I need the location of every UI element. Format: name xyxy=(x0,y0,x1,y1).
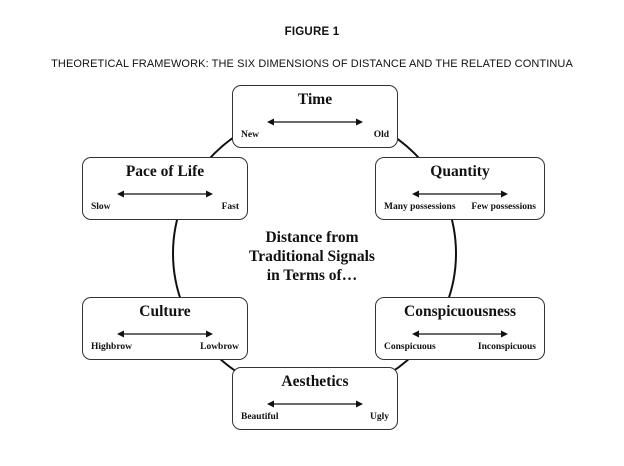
right-pole-label: Inconspicuous xyxy=(477,342,536,352)
dimension-name: Quantity xyxy=(430,163,490,180)
figure-title: THEORETICAL FRAMEWORK: THE SIX DIMENSION… xyxy=(51,58,573,70)
dimension-name: Culture xyxy=(139,303,191,320)
double-headed-arrow-icon xyxy=(267,400,363,408)
left-pole-label: Many possessions xyxy=(384,202,456,212)
left-pole-label: Conspicuous xyxy=(384,342,436,352)
left-pole-label: New xyxy=(241,130,259,140)
dimension-name: Conspicuousness xyxy=(404,303,516,320)
double-headed-arrow-icon xyxy=(117,330,213,338)
double-headed-arrow-icon xyxy=(412,330,508,338)
dimension-name: Pace of Life xyxy=(125,163,205,180)
double-headed-arrow-icon xyxy=(117,190,213,198)
right-pole-label: Lowbrow xyxy=(200,342,239,352)
figure-label: FIGURE 1 xyxy=(284,26,340,38)
dimension-box-pace-of-life: Pace of Life Slow Fast xyxy=(82,157,248,220)
left-pole-label: Beautiful xyxy=(241,412,279,422)
dimension-box-quantity: Quantity Many possessions Few possession… xyxy=(375,157,545,220)
double-headed-arrow-icon xyxy=(412,190,508,198)
dimension-box-time: Time New Old xyxy=(232,85,398,148)
right-pole-label: Fast xyxy=(221,202,239,212)
center-label-line: in Terms of… xyxy=(266,267,358,284)
dimension-box-conspicuousness: Conspicuousness Conspicuous Inconspicuou… xyxy=(375,297,545,360)
center-label: Distance from Traditional Signals in Ter… xyxy=(222,228,402,285)
dimension-name: Time xyxy=(297,91,333,108)
center-label-line: Distance from xyxy=(265,229,359,246)
left-pole-label: Highbrow xyxy=(91,342,133,352)
center-label-line: Traditional Signals xyxy=(249,248,375,265)
double-headed-arrow-icon xyxy=(267,118,363,126)
dimension-name: Aesthetics xyxy=(281,373,349,390)
dimension-box-culture: Culture Highbrow Lowbrow xyxy=(82,297,248,360)
right-pole-label: Ugly xyxy=(370,412,389,422)
dimension-box-aesthetics: Aesthetics Beautiful Ugly xyxy=(232,367,398,430)
left-pole-label: Slow xyxy=(91,202,111,212)
right-pole-label: Few possessions xyxy=(471,202,536,212)
right-pole-label: Old xyxy=(373,130,389,140)
